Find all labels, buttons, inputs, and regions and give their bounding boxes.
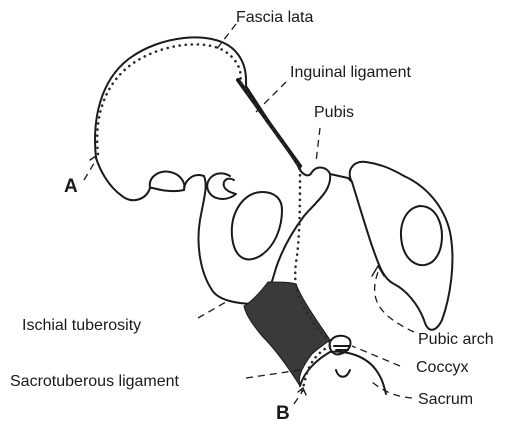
acetabulum [207, 173, 236, 199]
pubis-leader [316, 128, 320, 162]
point-b-label: B [276, 403, 290, 421]
fascia-lata-label: Fascia lata [236, 9, 313, 26]
inguinal-ligament-label: Inguinal ligament [290, 64, 412, 81]
pubic-arch-label: Pubic arch [418, 331, 494, 348]
coccyx-label: Coccyx [416, 359, 468, 376]
sacrotuberous-ligament-label: Sacrotuberous ligament [10, 373, 180, 390]
point-a-leader [84, 160, 96, 180]
iliac-fossa-contour [150, 172, 185, 190]
sacrum-leader [372, 382, 412, 398]
pubic-arch-leader [375, 272, 414, 332]
sacrum-outline [300, 352, 386, 394]
point-b-leader [294, 392, 302, 404]
left-obturator-foramen [232, 192, 282, 259]
sacrotuberous-ligament [244, 282, 330, 386]
point-a-label: A [64, 176, 78, 197]
pubis-label: Pubis [314, 104, 354, 121]
right-hip-bone-outline [350, 162, 453, 330]
inguinal-ligament-leader [256, 82, 286, 112]
ischial-tuberosity-leader [198, 302, 226, 318]
fascia-lata-leader [216, 24, 236, 50]
sacrum-mark [336, 370, 350, 377]
coccyx-segment [334, 346, 350, 350]
sacrum-label: Sacrum [418, 391, 473, 408]
right-obturator-foramen [401, 206, 442, 265]
ischial-tuberosity-label: Ischial tuberosity [22, 317, 141, 334]
